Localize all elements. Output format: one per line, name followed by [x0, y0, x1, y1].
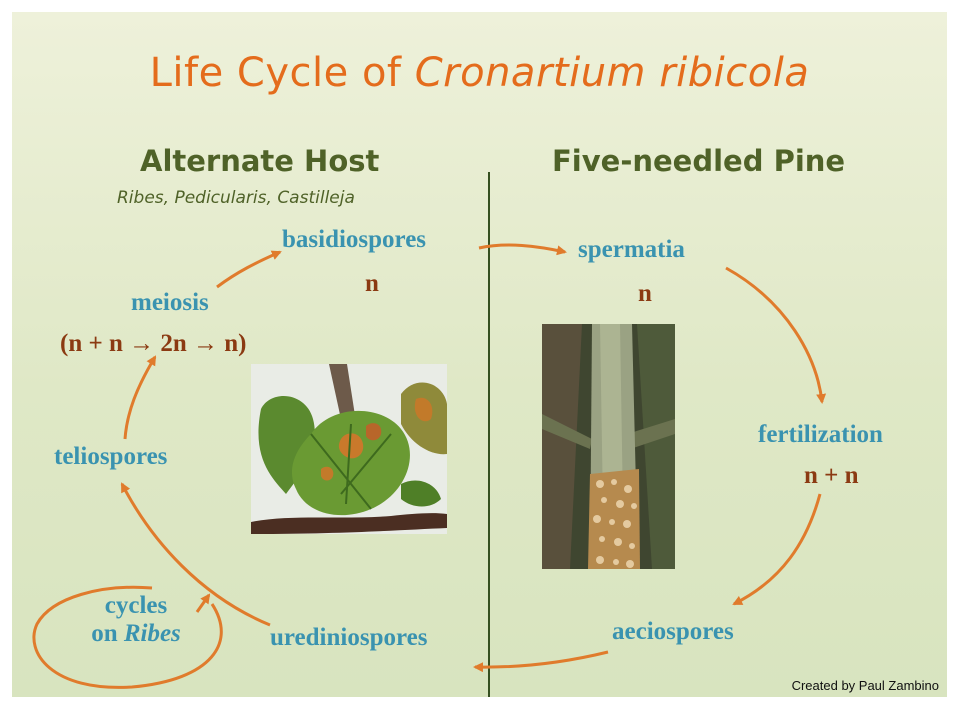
arrow-meiosis-to-basidiospores	[217, 252, 280, 287]
meiosis-ploidy: (n + n → 2n → n)	[60, 330, 247, 358]
stage-basidiospores: basidiospores	[282, 226, 426, 254]
cycles-line2-prefix: on	[91, 620, 124, 647]
stage-fertilization: fertilization	[758, 421, 883, 449]
stage-aeciospores: aeciospores	[612, 618, 734, 646]
stage-urediniospores: urediniospores	[270, 624, 427, 652]
basidiospores-ploidy: n	[365, 270, 379, 298]
cycles-genus: Ribes	[124, 620, 181, 647]
slide: Life Cycle of Cronartium ribicola Altern…	[12, 12, 947, 697]
arrow-fertilization-to-aeciospores	[734, 494, 820, 604]
arrow-teliospores-to-meiosis	[125, 357, 155, 439]
stage-spermatia: spermatia	[578, 236, 685, 264]
stage-teliospores: teliospores	[54, 443, 167, 471]
stage-meiosis: meiosis	[131, 289, 209, 317]
fertilization-ploidy: n + n	[804, 462, 859, 490]
cycles-on-ribes: cycles on Ribes	[56, 592, 216, 648]
arrow-aeciospores-to-urediniospores	[475, 652, 608, 667]
cycles-line2: on Ribes	[56, 620, 216, 648]
arrow-spermatia-to-fertilization	[726, 268, 822, 402]
arrow-basidiospores-to-spermatia	[479, 245, 565, 252]
credit-text: Created by Paul Zambino	[792, 678, 939, 693]
spermatia-ploidy: n	[638, 280, 652, 308]
cycles-line1: cycles	[56, 592, 216, 620]
